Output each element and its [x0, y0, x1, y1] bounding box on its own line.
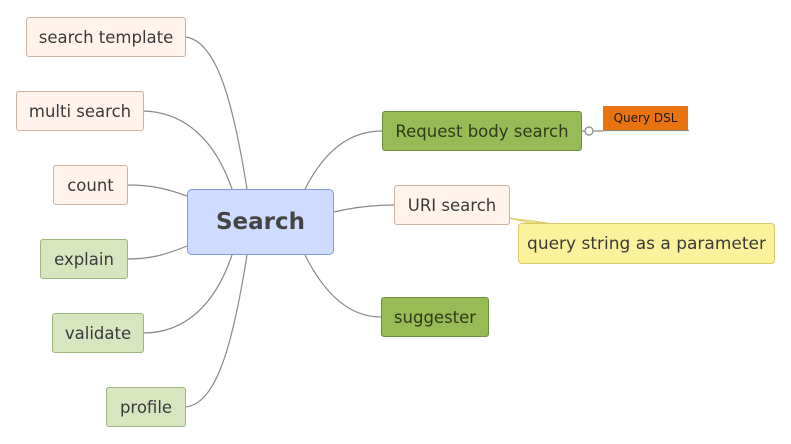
central-topic[interactable]: Search	[187, 189, 334, 255]
topic-suggester[interactable]: suggester	[381, 297, 489, 337]
link-explain	[126, 245, 188, 260]
query-dsl-tag[interactable]: Query DSL	[603, 106, 688, 130]
topic-count[interactable]: count	[53, 165, 128, 205]
link-uri-search	[333, 204, 395, 213]
topic-profile[interactable]: profile	[106, 387, 186, 427]
topic-explain[interactable]: explain	[40, 239, 128, 279]
topic-validate[interactable]: validate	[52, 313, 144, 353]
link-suggester	[304, 254, 382, 318]
collapse-toggle-icon	[584, 126, 594, 136]
link-count	[126, 184, 188, 197]
link-multi-search	[142, 110, 233, 190]
topic-uri-search[interactable]: URI search	[394, 185, 510, 225]
topic-request-body-search[interactable]: Request body search	[382, 111, 582, 151]
link-validate	[142, 254, 233, 334]
link-search-template	[184, 36, 248, 190]
topic-search-template[interactable]: search template	[26, 17, 186, 57]
link-profile	[184, 254, 248, 408]
note-query-string[interactable]: query string as a parameter	[518, 223, 775, 264]
link-request-body-search	[304, 130, 383, 190]
topic-multi-search[interactable]: multi search	[16, 91, 144, 131]
